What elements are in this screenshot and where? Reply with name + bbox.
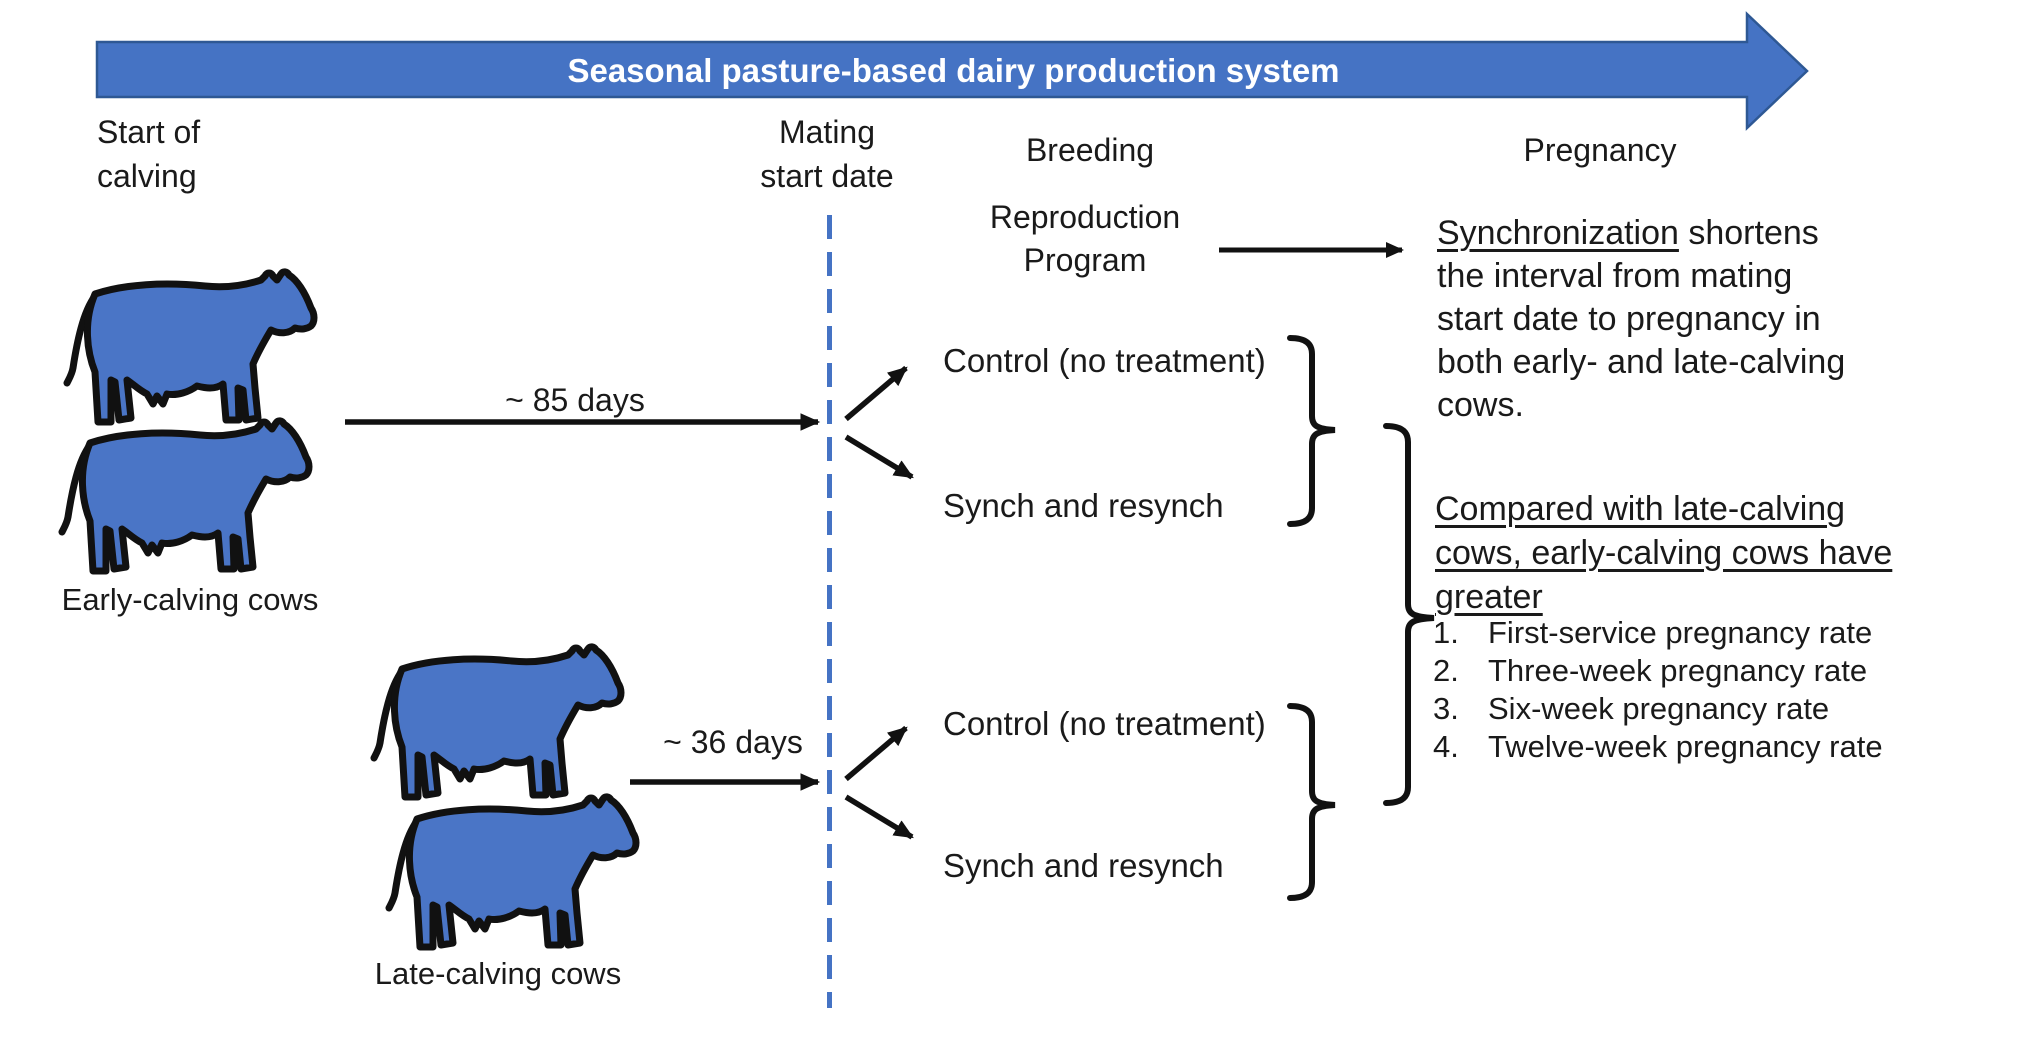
early-calving-cows-label: Early-calving cows (61, 582, 319, 617)
outcome-item-2: 2. Three-week pregnancy rate (1433, 653, 1867, 689)
late-cow-1-icon (374, 647, 621, 797)
outcome-item-2-number: 2. (1433, 653, 1459, 688)
late-calving-cows-label: Late-calving cows (374, 956, 622, 991)
timeline-banner-arrow (95, 11, 1809, 131)
late-interval-label: ~ 36 days (663, 724, 803, 760)
outcome-item-1-text: First-service pregnancy rate (1488, 615, 1873, 650)
combined-groups-bracket (1383, 423, 1435, 806)
early-pair-bracket (1287, 335, 1336, 527)
header-start-of-calving: Start of calving (97, 114, 201, 194)
outcome-item-4-text: Twelve-week pregnancy rate (1488, 729, 1883, 764)
early-cow-1-icon (67, 272, 314, 422)
late-cow-2-icon (389, 797, 636, 947)
late-branch-synch-arrow (844, 794, 914, 840)
synchronization-note-rest: shortens the interval from mating start … (1437, 214, 1846, 424)
outcome-item-2-text: Three-week pregnancy rate (1488, 653, 1868, 688)
header-pregnancy: Pregnancy (1523, 132, 1677, 168)
early-control-label: Control (no treatment) (943, 342, 1266, 379)
early-synch-label: Synch and resynch (943, 487, 1224, 524)
early-branch-control-arrow (844, 365, 908, 422)
early-interval-label: ~ 85 days (505, 382, 645, 418)
late-synch-label: Synch and resynch (943, 847, 1224, 884)
outcome-item-1-number: 1. (1433, 615, 1459, 650)
early-cow-2-icon (62, 421, 309, 571)
reproduction-program-title: Reproduction Program (989, 199, 1181, 278)
synchronization-note: Synchronization shortens the interval fr… (1437, 212, 1917, 427)
outcome-item-3: 3. Six-week pregnancy rate (1433, 691, 1829, 727)
late-pair-bracket (1287, 703, 1336, 901)
comparison-heading: Compared with late-calving cows, early-c… (1435, 490, 1893, 616)
late-branch-control-arrow (844, 725, 908, 782)
outcome-item-4-number: 4. (1433, 729, 1459, 764)
outcome-item-3-text: Six-week pregnancy rate (1488, 691, 1830, 726)
synchronization-underlined-word: Synchronization (1437, 214, 1679, 252)
banner-title: Seasonal pasture-based dairy production … (567, 52, 1340, 89)
outcome-item-4: 4. Twelve-week pregnancy rate (1433, 729, 1883, 765)
header-breeding: Breeding (1025, 132, 1155, 168)
early-branch-synch-arrow (844, 434, 914, 480)
late-control-label: Control (no treatment) (943, 705, 1266, 742)
outcome-item-1: 1. First-service pregnancy rate (1433, 615, 1872, 651)
outcome-item-3-number: 3. (1433, 691, 1459, 726)
header-mating-start-date: Mating start date (760, 114, 894, 194)
